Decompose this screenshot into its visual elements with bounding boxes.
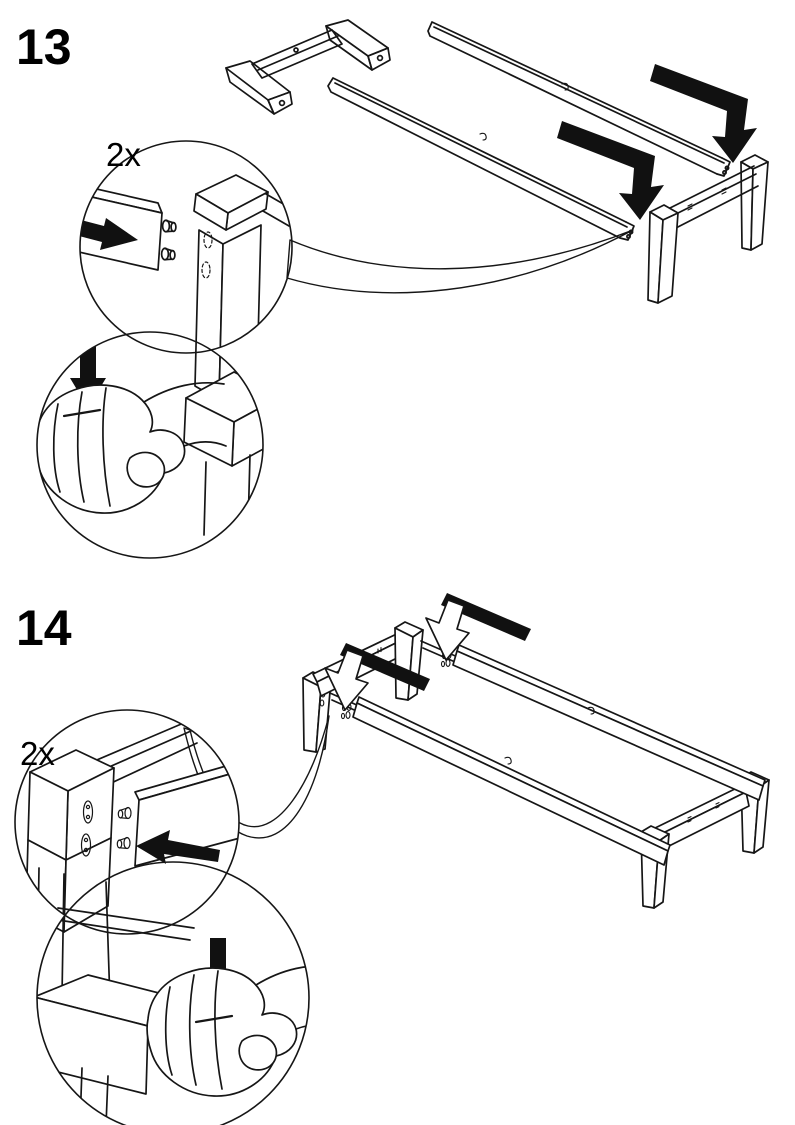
step-14-quantity-label: 2x <box>20 735 55 772</box>
dowel-peg <box>445 659 451 667</box>
step-14-callout-contents <box>25 721 309 1125</box>
insert-arrow-lower-icon <box>557 121 664 220</box>
insert-arrow-upper-icon <box>650 64 757 163</box>
step-13-number: 13 <box>16 19 72 75</box>
peg-hole <box>319 699 325 707</box>
dowel-peg <box>160 247 176 261</box>
side-rail-upper <box>427 21 731 177</box>
corner-joint <box>183 371 283 536</box>
dowel-insert-arrow-icon <box>136 830 220 864</box>
peg-hole <box>80 800 94 857</box>
side-rail-lower <box>327 77 635 241</box>
bed-end-frame-standing <box>647 154 769 304</box>
callout-leader-line <box>286 229 634 294</box>
insert-arrow-upper-icon <box>425 593 531 661</box>
bed-end-frame-loose <box>225 19 391 115</box>
impact-line <box>194 1014 234 1024</box>
step-13-quantity-label: 2x <box>106 136 141 173</box>
step-14-number: 14 <box>16 600 72 656</box>
side-rail-near <box>340 696 671 866</box>
dowel-peg <box>161 219 177 233</box>
step-13-diagram: 13 <box>16 19 769 559</box>
hidden-hole <box>201 261 211 279</box>
hidden-hole <box>203 231 213 249</box>
step-14-diagram: 14 <box>14 593 770 1125</box>
press-callout-circle <box>36 861 310 1125</box>
dowel-peg <box>345 711 351 719</box>
detail-callout-circle <box>14 709 240 935</box>
step-13-callout-contents <box>37 174 292 536</box>
detail-callout-circle <box>79 140 293 354</box>
leg-post-with-holes <box>193 174 292 401</box>
press-callout-circle <box>36 331 264 559</box>
side-rail-far <box>440 644 766 801</box>
leg-post-with-holes <box>25 749 115 933</box>
hand-fist <box>146 964 309 1097</box>
dowel-peg <box>116 806 132 850</box>
impact-line <box>62 408 102 418</box>
insert-arrow-lower-icon <box>324 643 430 711</box>
